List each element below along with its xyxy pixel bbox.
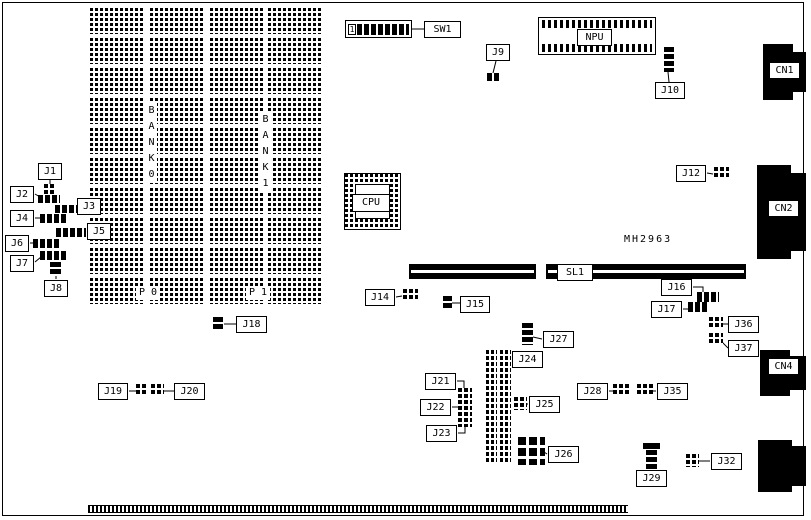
bottom-right-connector-tab: [790, 446, 806, 486]
label-sl1: SL1: [557, 264, 593, 281]
label-j27: J27: [543, 331, 574, 348]
label-cn2: CN2: [768, 200, 799, 217]
label-j16: J16: [661, 279, 692, 296]
label-cn4: CN4: [768, 358, 799, 375]
label-j20: J20: [174, 383, 205, 400]
label-j19: J19: [98, 383, 128, 400]
label-j4: J4: [10, 210, 34, 227]
memory-array-column-1: [90, 8, 145, 308]
label-j7: J7: [10, 255, 34, 272]
expansion-slot-1: [409, 264, 536, 279]
jumper-block-j10: [664, 47, 674, 72]
label-npu: NPU: [577, 29, 612, 46]
label-j2: J2: [10, 186, 34, 203]
p1-label: P 1: [246, 286, 271, 300]
jumper-block-j27: [522, 323, 533, 345]
label-j28: J28: [577, 383, 608, 400]
jumper-block-j17: [688, 302, 708, 312]
leader-lines-group: [30, 28, 729, 469]
jumper-block-j4: [40, 214, 67, 223]
bottom-edge-connector-strip: [88, 505, 628, 513]
label-j21: J21: [425, 373, 456, 390]
label-j3: J3: [77, 198, 101, 215]
jumper-block-j5: [56, 228, 86, 237]
header-strip-j24-b: [500, 350, 511, 462]
label-j8: J8: [44, 280, 68, 297]
label-j15: J15: [460, 296, 490, 313]
label-j6: J6: [5, 235, 29, 252]
jumper-block-j8: [50, 262, 61, 276]
label-j18: J18: [236, 316, 267, 333]
jumper-block-j6: [33, 239, 60, 248]
memory-array-column-3: [210, 8, 264, 308]
label-j36: J36: [728, 316, 759, 333]
label-j37: J37: [728, 340, 759, 357]
label-j35: J35: [657, 383, 688, 400]
memory-array-column-2: [150, 8, 205, 308]
jumper-block-j9: [487, 73, 501, 81]
label-j12: J12: [676, 165, 706, 182]
label-cn1: CN1: [769, 62, 800, 79]
jumper-block-j18: [213, 317, 223, 331]
jumper-block-j20: [151, 384, 164, 396]
jumper-block-j12: [714, 167, 729, 179]
header-block-j21-j22-j23: [458, 388, 472, 427]
jumper-block-j32: [686, 454, 699, 467]
jumper-block-j19: [136, 384, 148, 396]
jumper-block-j3: [55, 205, 77, 213]
dip-switch-cells: [357, 24, 409, 35]
memory-array-column-4: [268, 8, 323, 308]
label-sw1: SW1: [424, 21, 461, 38]
dip-marker: 1: [348, 24, 356, 35]
header-strip-j24-a: [486, 350, 497, 462]
label-j10: J10: [655, 82, 685, 99]
jumper-block-j14: [403, 289, 418, 301]
jumper-block-j36: [709, 317, 723, 329]
label-j1: J1: [38, 163, 62, 180]
part-number: MH2963: [624, 234, 673, 245]
label-j22: J22: [420, 399, 451, 416]
expansion-slot-sl1: [546, 264, 746, 279]
bottom-right-connector: [758, 440, 792, 492]
jumper-block-j35: [637, 384, 653, 396]
jumper-block-j26: [518, 437, 545, 465]
label-cpu: CPU: [352, 194, 390, 212]
jumper-block-j37: [709, 333, 723, 345]
dip-switch-block: 1: [345, 20, 412, 38]
p0-label: P 0: [136, 286, 161, 300]
jumper-block-j25: [514, 397, 527, 410]
label-j26: J26: [548, 446, 579, 463]
label-j24: J24: [512, 351, 543, 368]
jumper-block-j29: [646, 450, 657, 470]
jumper-block-j1: [44, 184, 56, 196]
label-j25: J25: [529, 396, 560, 413]
label-j23: J23: [426, 425, 457, 442]
jumper-block-j28: [613, 384, 629, 396]
label-j17: J17: [651, 301, 682, 318]
label-j29: J29: [636, 470, 667, 487]
label-j14: J14: [365, 289, 395, 306]
jumper-block-j15: [443, 296, 452, 309]
jumper-block-j2: [38, 195, 60, 203]
bank1-label: BANK1: [260, 112, 271, 192]
jumper-block-j7: [40, 251, 68, 260]
jumper-block-j29-cap: [643, 443, 660, 449]
board-outline: [2, 2, 804, 516]
jumper-block-j16: [697, 292, 719, 302]
label-j9: J9: [486, 44, 510, 61]
label-j32: J32: [711, 453, 742, 470]
label-j5: J5: [87, 223, 111, 240]
bank0-label: BANK0: [146, 103, 157, 183]
